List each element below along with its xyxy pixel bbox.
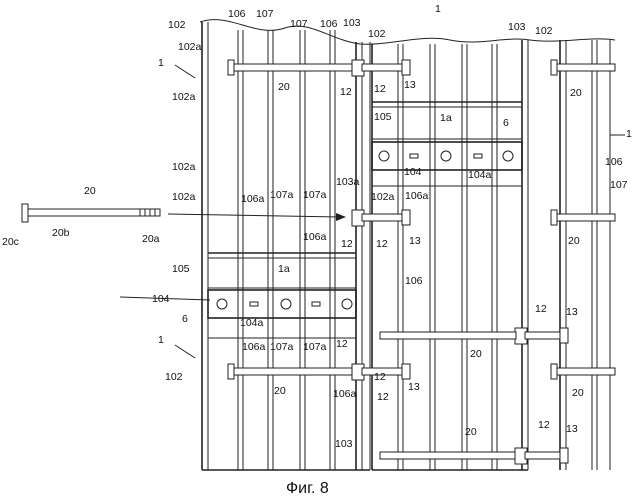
- label-1-lower: 1: [158, 334, 164, 346]
- label-106a-4: 106a: [242, 341, 266, 353]
- label-105-l: 105: [172, 263, 190, 275]
- label-106-r: 106: [605, 156, 623, 168]
- label-103-b: 103: [335, 438, 353, 450]
- label-6-l: 6: [182, 313, 188, 325]
- label-102-tr: 102: [535, 25, 553, 37]
- label-104-r: 104: [404, 166, 422, 178]
- label-107a-4: 107a: [303, 341, 327, 353]
- labels: 1 1 1 1 102 102 102 102 102a 102a 102a 1…: [2, 3, 632, 497]
- label-12-7: 12: [377, 391, 389, 403]
- label-20-6: 20: [572, 387, 584, 399]
- label-106a-5: 106a: [333, 388, 357, 400]
- tie-bolts: [228, 60, 615, 464]
- insertion-arrow: [168, 213, 346, 221]
- label-12-8: 12: [538, 419, 550, 431]
- label-20b: 20b: [52, 227, 70, 239]
- label-20-4: 20: [470, 348, 482, 360]
- label-107-t2: 107: [290, 18, 308, 30]
- label-20-7: 20: [465, 426, 477, 438]
- label-13-4: 13: [408, 381, 420, 393]
- label-102-tl: 102: [168, 19, 186, 31]
- label-13-1: 13: [404, 79, 416, 91]
- label-12-9: 12: [374, 371, 386, 383]
- label-104a-r: 104a: [468, 169, 492, 181]
- label-12-2: 12: [374, 83, 386, 95]
- label-107a-1: 107a: [270, 189, 294, 201]
- label-104a-l: 104a: [240, 317, 264, 329]
- label-102a-1: 102a: [178, 41, 202, 53]
- label-13-3: 13: [566, 306, 578, 318]
- label-102a-2: 102a: [172, 91, 196, 103]
- label-106-t2: 106: [320, 18, 338, 30]
- label-102a-3: 102a: [172, 161, 196, 173]
- label-6-r: 6: [503, 117, 509, 129]
- label-102-tm: 102: [368, 28, 386, 40]
- label-1-left: 1: [158, 57, 164, 69]
- label-107-r: 107: [610, 179, 628, 191]
- label-102-bl: 102: [165, 371, 183, 383]
- label-1-right: 1: [626, 128, 632, 140]
- label-12-4: 12: [376, 238, 388, 250]
- label-12-1: 12: [340, 86, 352, 98]
- label-103-t1: 103: [343, 17, 361, 29]
- label-12-3: 12: [341, 238, 353, 250]
- label-102a-4: 102a: [172, 191, 196, 203]
- right-panel: [360, 38, 615, 470]
- label-103-t2: 103: [508, 21, 526, 33]
- label-106-m: 106: [405, 275, 423, 287]
- label-107a-3: 107a: [270, 341, 294, 353]
- label-106a-3: 106a: [405, 190, 429, 202]
- label-1a-l: 1a: [278, 263, 290, 275]
- figure-caption: Фиг. 8: [286, 480, 329, 497]
- label-12-6: 12: [336, 338, 348, 350]
- label-12-5: 12: [535, 303, 547, 315]
- label-13-5: 13: [566, 423, 578, 435]
- detached-bolt: [22, 204, 160, 222]
- label-102a-mid: 102a: [371, 191, 395, 203]
- far-right-panel: [560, 40, 610, 470]
- label-20-2: 20: [570, 87, 582, 99]
- label-1-top: 1: [435, 3, 441, 15]
- label-103a: 103a: [336, 176, 360, 188]
- label-1a-r: 1a: [440, 112, 452, 124]
- label-13-2: 13: [409, 235, 421, 247]
- label-105-r: 105: [374, 111, 392, 123]
- label-106a-1: 106a: [241, 193, 265, 205]
- label-104-l: 104: [152, 293, 170, 305]
- label-20-1: 20: [278, 81, 290, 93]
- label-20c: 20c: [2, 236, 19, 248]
- label-106-t1: 106: [228, 8, 246, 20]
- label-20-3: 20: [568, 235, 580, 247]
- label-107-t1: 107: [256, 8, 274, 20]
- label-20-bolt: 20: [84, 185, 96, 197]
- label-107a-2: 107a: [303, 189, 327, 201]
- label-20a: 20a: [142, 233, 160, 245]
- label-106a-2: 106a: [303, 231, 327, 243]
- label-20-5: 20: [274, 385, 286, 397]
